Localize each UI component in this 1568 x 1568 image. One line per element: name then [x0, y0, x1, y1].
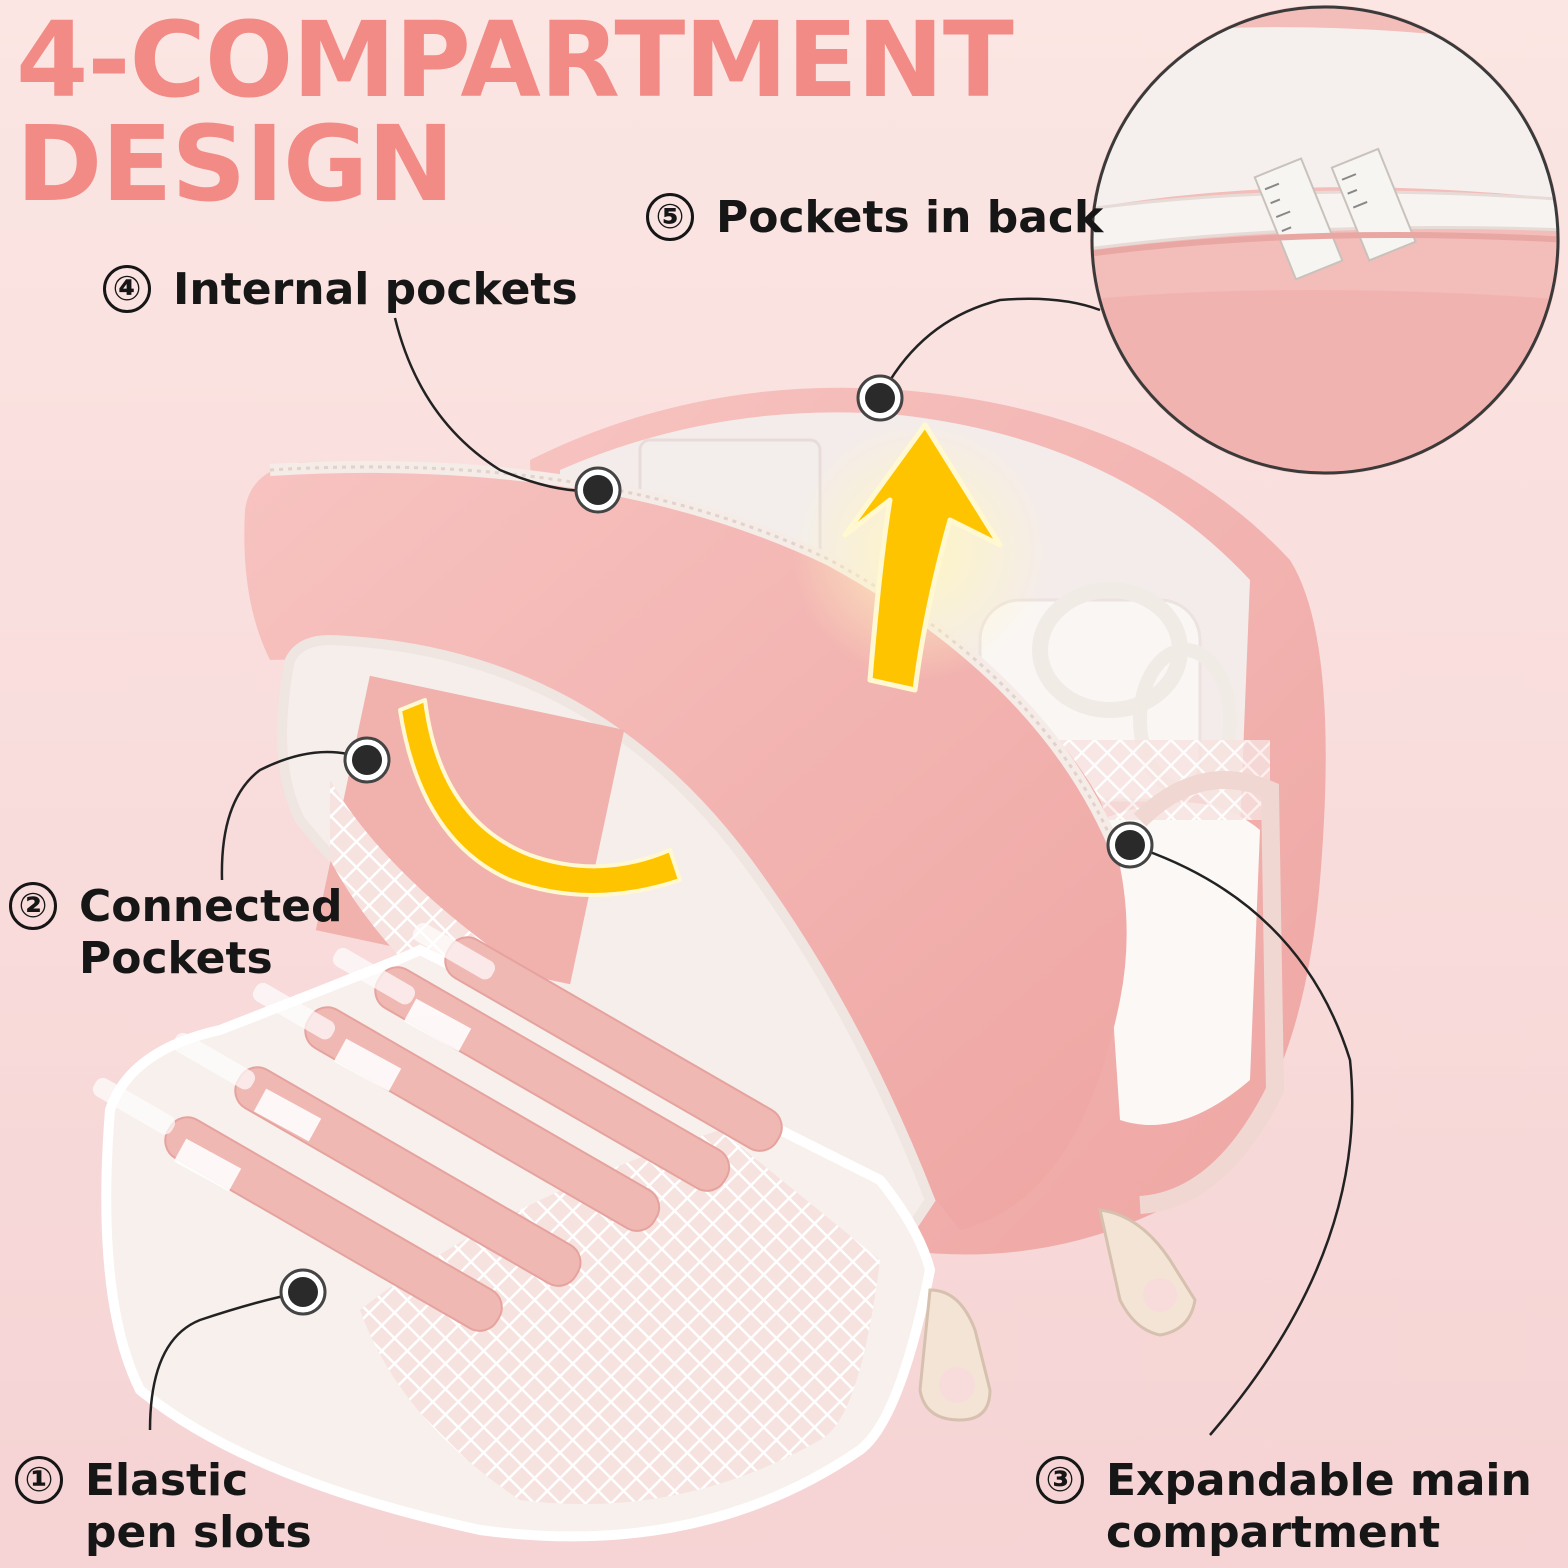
marker-dot-icon [279, 374, 1154, 1316]
zoom-detail [1090, 5, 1560, 475]
callout-number-5: ⑤ [646, 193, 694, 241]
callout-connected-pockets: ② Connected Pockets [9, 881, 342, 985]
callout-number-4: ④ [103, 265, 151, 313]
curved-arrow-icon [398, 698, 682, 897]
callout-expandable-main-compartment: ③ Expandable main compartment [1036, 1455, 1532, 1559]
callout-number-3: ③ [1036, 1456, 1084, 1504]
callout-number-1: ① [15, 1456, 63, 1504]
callout-elastic-pen-slots: ① Elastic pen slots [15, 1455, 312, 1559]
zipper-pull-icon [918, 1208, 1197, 1422]
callout-label: Internal pockets [173, 264, 578, 315]
callout-internal-pockets: ④ Internal pockets [103, 264, 578, 316]
title-line-2: DESIGN [16, 103, 454, 225]
leader-lines [148, 297, 1354, 1436]
callout-pockets-in-back: ⑤ Pockets in back [646, 192, 1103, 244]
page-title: 4-COMPARTMENT DESIGN [16, 0, 1014, 225]
up-arrow-icon [842, 422, 1003, 693]
callout-label: Connected Pockets [79, 881, 343, 984]
callout-number-2: ② [9, 882, 57, 930]
pen-slot-panel [92, 922, 936, 1542]
callout-label: Expandable main compartment [1106, 1455, 1532, 1558]
title-line-1: 4-COMPARTMENT [16, 0, 1014, 121]
callout-label: Elastic pen slots [85, 1455, 312, 1558]
callout-label: Pockets in back [716, 192, 1104, 243]
